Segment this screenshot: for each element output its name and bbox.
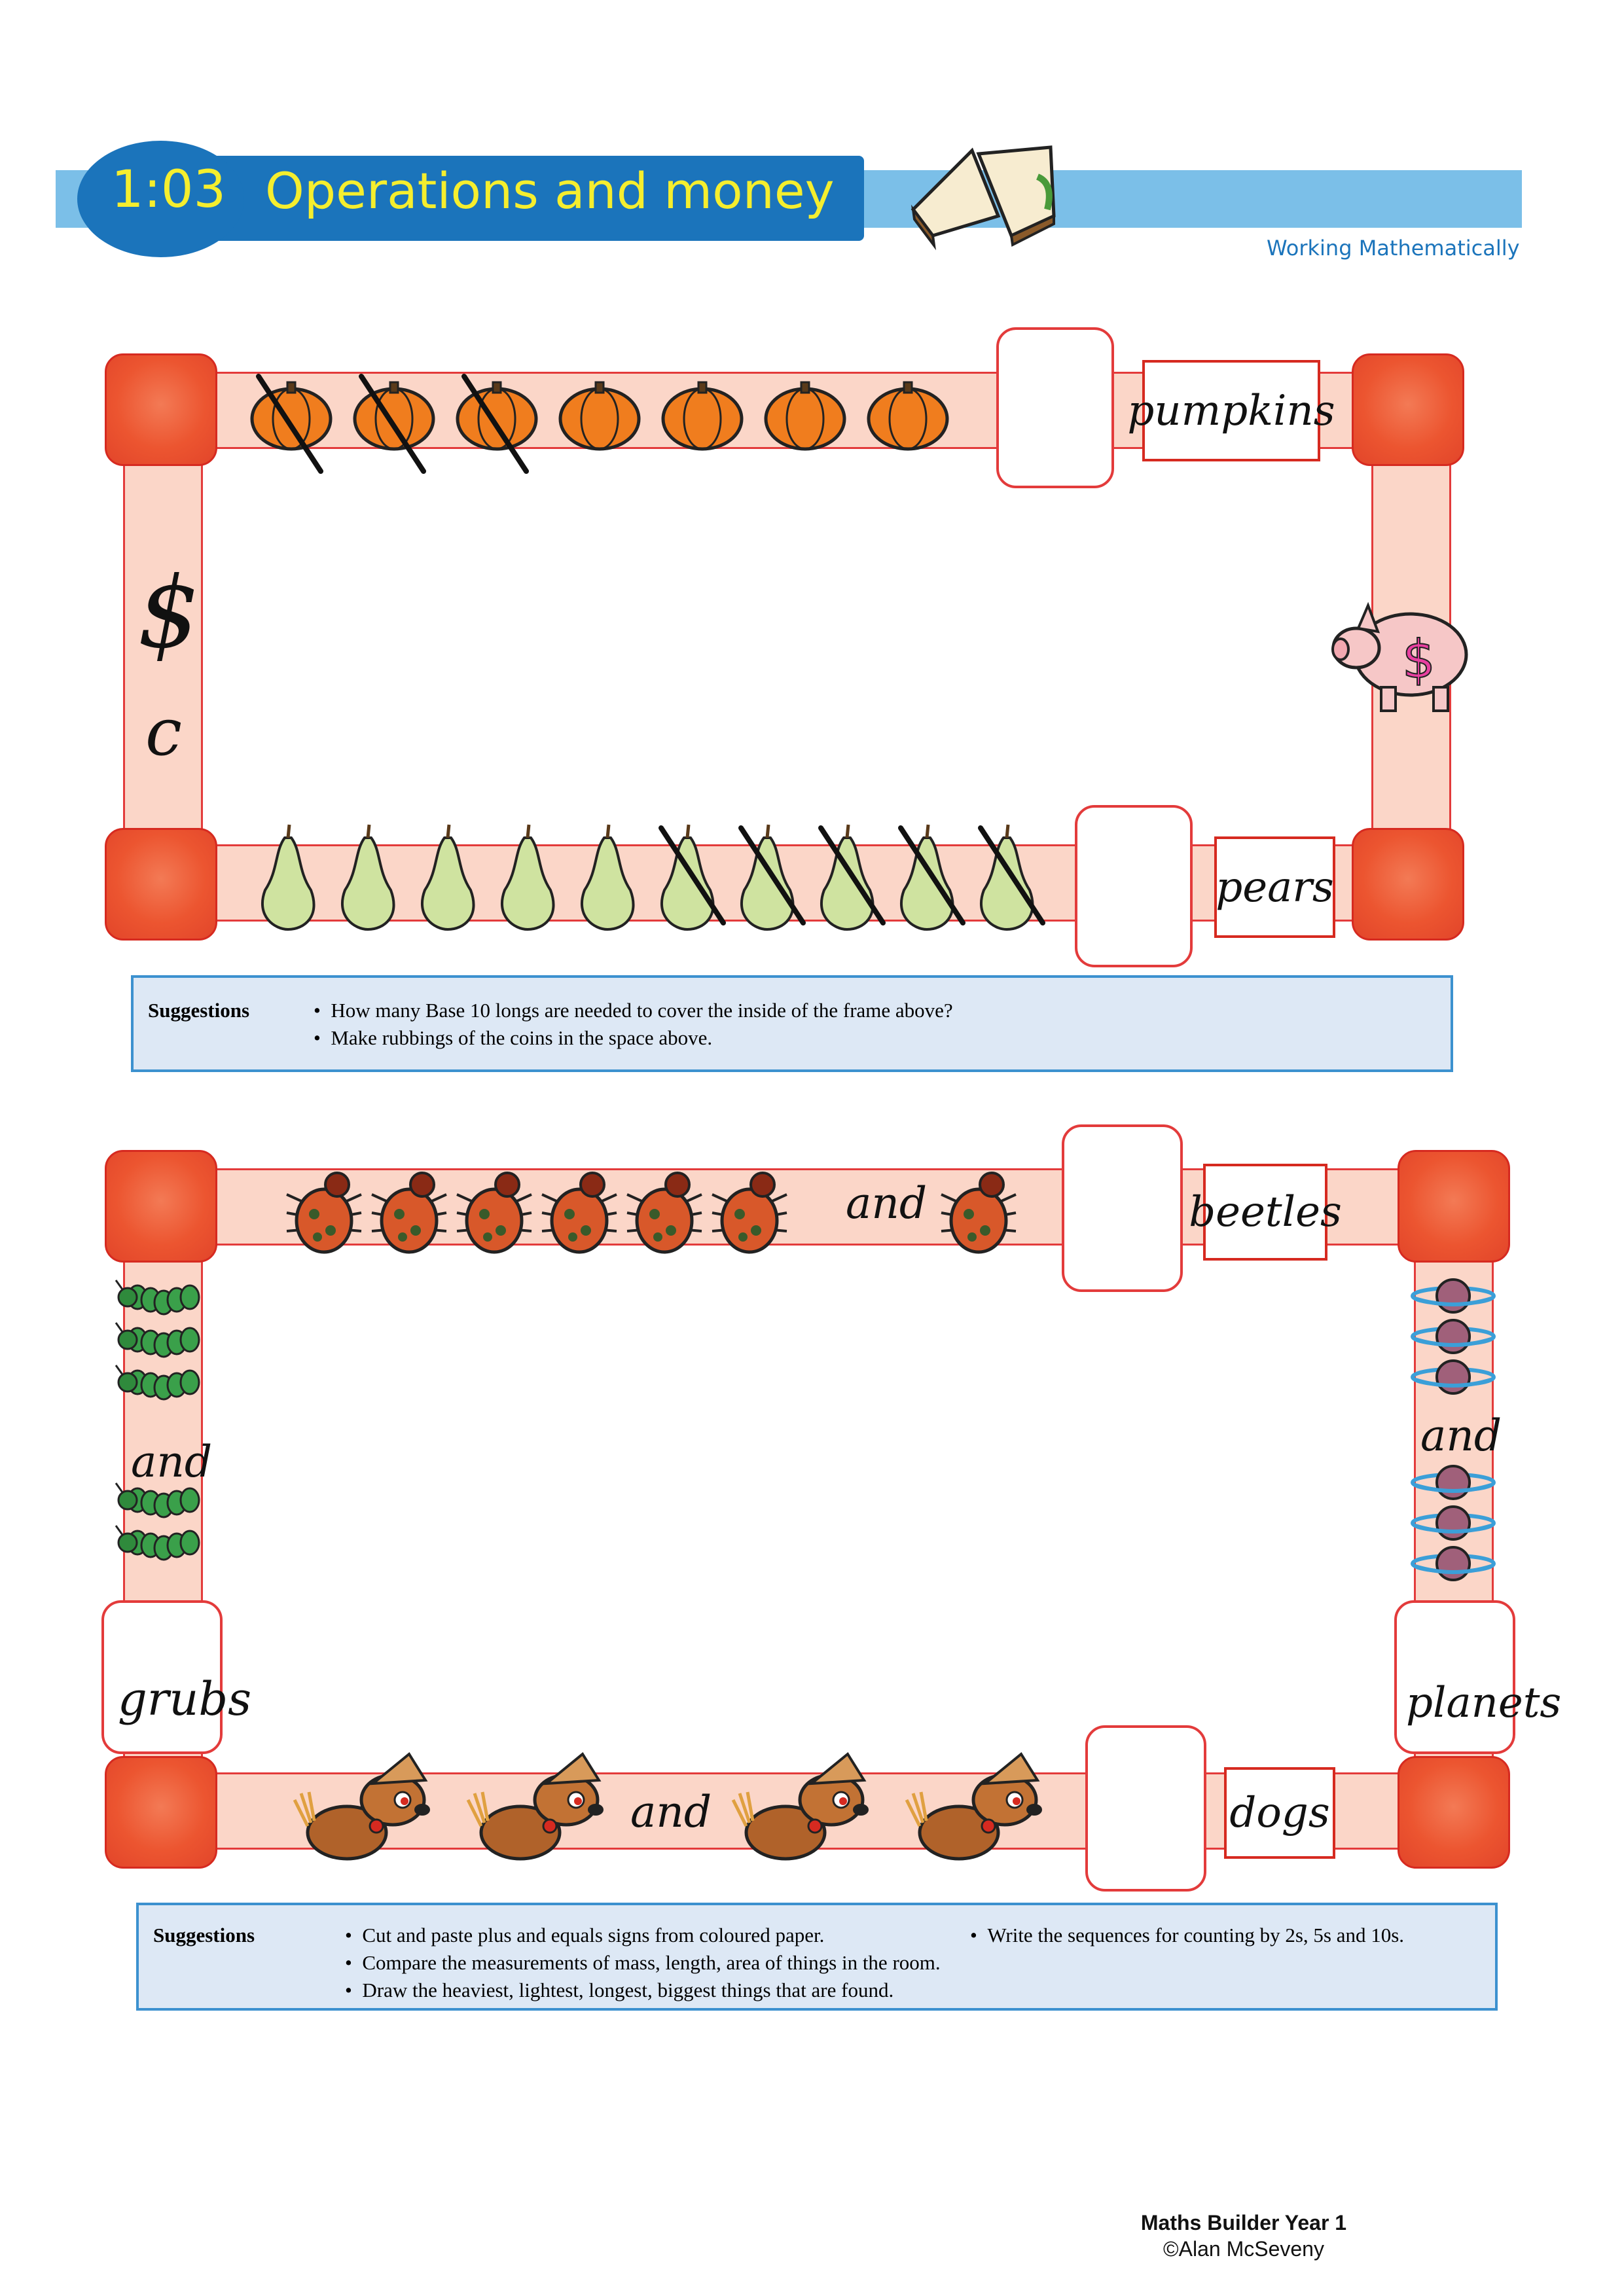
pear-icon: [580, 824, 635, 931]
beetle-icon: [626, 1172, 702, 1254]
planet-icon: [1411, 1546, 1496, 1581]
pear-icon: [738, 824, 806, 931]
pumpkin-icon: [250, 374, 333, 474]
svg-text:$: $: [1402, 629, 1435, 690]
pumpkins-label: pumpkins: [1127, 360, 1335, 461]
frame2-corner-bottom-right: [1398, 1756, 1510, 1869]
title-box: [137, 156, 864, 241]
page-subtitle: Working Mathematically: [1267, 236, 1520, 260]
grub-column: [115, 1280, 200, 1561]
suggestions-label: Suggestions: [148, 999, 250, 1022]
grub-icon: [115, 1525, 200, 1561]
pear-icon: [420, 824, 475, 931]
grub-icon: [115, 1280, 200, 1316]
pear-icon: [978, 824, 1045, 931]
pumpkin-icon: [661, 381, 744, 451]
grubs-and-label: and: [131, 1437, 213, 1487]
dog-icon: [731, 1752, 869, 1861]
beetle-icon: [941, 1172, 1017, 1254]
footer-copyright: ©Alan McSeveny: [1163, 2237, 1324, 2261]
planets-and-label: and: [1420, 1410, 1502, 1461]
beetle-icon: [712, 1172, 787, 1254]
suggestions-box-2: Suggestions • Cut and paste plus and equ…: [136, 1903, 1498, 2011]
frame1-corner-top-right: [1352, 353, 1464, 466]
frame2-corner-bottom-left: [105, 1756, 217, 1869]
grub-icon: [115, 1322, 200, 1358]
beetles-label: beetles: [1189, 1164, 1342, 1261]
dollar-symbol: $: [137, 556, 200, 670]
frame1-corner-bottom-right: [1352, 828, 1464, 941]
pumpkin-icon: [558, 381, 641, 451]
dog-row: [293, 1752, 1042, 1861]
sandwich-icon: [911, 145, 1056, 251]
suggestion-item: • Draw the heaviest, lightest, longest, …: [345, 1979, 894, 2001]
planet-icon: [1411, 1278, 1496, 1314]
suggestion-item: • Compare the measurements of mass, leng…: [345, 1951, 941, 1974]
cents-symbol: c: [145, 694, 183, 770]
grubs-answer-box[interactable]: [101, 1600, 223, 1754]
frame1-corner-bottom-left: [105, 828, 217, 941]
pear-icon: [898, 824, 965, 931]
planets-answer-box[interactable]: [1394, 1600, 1515, 1754]
dog-icon: [466, 1752, 604, 1861]
suggestion-item: • Cut and paste plus and equals signs fr…: [345, 1924, 825, 1946]
footer-book-title: Maths Builder Year 1: [1140, 2211, 1347, 2234]
suggestion-item: • Make rubbings of the coins in the spac…: [314, 1026, 713, 1049]
beetle-icon: [456, 1172, 532, 1254]
suggestion-item: • How many Base 10 longs are needed to c…: [314, 999, 953, 1022]
pears-answer-box[interactable]: [1075, 805, 1193, 967]
planets-label: planets: [1406, 1679, 1562, 1727]
beetle-icon: [541, 1172, 617, 1254]
planet-icon: [1411, 1319, 1496, 1354]
pear-icon: [500, 824, 555, 931]
frame2-corner-top-left: [105, 1150, 217, 1263]
beetles-answer-box[interactable]: [1062, 1124, 1183, 1292]
pear-icon: [261, 824, 316, 931]
frame2-corner-top-right: [1398, 1150, 1510, 1263]
piggy-bank-icon: $: [1331, 601, 1468, 712]
planet-icon: [1411, 1465, 1496, 1500]
pears-label: pears: [1214, 836, 1335, 938]
planet-icon: [1411, 1359, 1496, 1395]
pear-row: [261, 824, 1045, 931]
beetles-and-label: and: [846, 1178, 928, 1229]
pumpkin-icon: [867, 381, 949, 451]
dogs-label: dogs: [1224, 1767, 1335, 1859]
grub-icon: [115, 1365, 200, 1401]
dog-icon: [293, 1752, 430, 1861]
beetle-icon: [286, 1172, 362, 1254]
grub-icon: [115, 1482, 200, 1518]
pumpkins-answer-box[interactable]: [996, 327, 1114, 488]
dog-icon: [905, 1752, 1042, 1861]
pumpkin-icon: [353, 374, 435, 474]
beetle-row: [286, 1172, 1017, 1254]
suggestions-box-1: Suggestions • How many Base 10 longs are…: [131, 975, 1453, 1072]
grubs-label: grubs: [118, 1672, 252, 1726]
pumpkin-icon: [764, 381, 846, 451]
title-number-oval: [77, 141, 244, 257]
suggestion-item: • Write the sequences for counting by 2s…: [970, 1924, 1405, 1946]
beetle-icon: [371, 1172, 447, 1254]
pear-icon: [340, 824, 395, 931]
pear-icon: [659, 824, 726, 931]
planet-column: [1411, 1278, 1496, 1581]
planet-icon: [1411, 1505, 1496, 1541]
frame1-corner-top-left: [105, 353, 217, 466]
lesson-number: 1:03: [111, 160, 226, 219]
pumpkin-row: [250, 374, 949, 474]
suggestions-label: Suggestions: [153, 1924, 255, 1946]
pumpkin-icon: [456, 374, 538, 474]
dogs-and-label: and: [630, 1787, 712, 1837]
pear-icon: [818, 824, 886, 931]
dogs-answer-box[interactable]: [1085, 1725, 1206, 1892]
page-title: Operations and money: [265, 162, 835, 220]
